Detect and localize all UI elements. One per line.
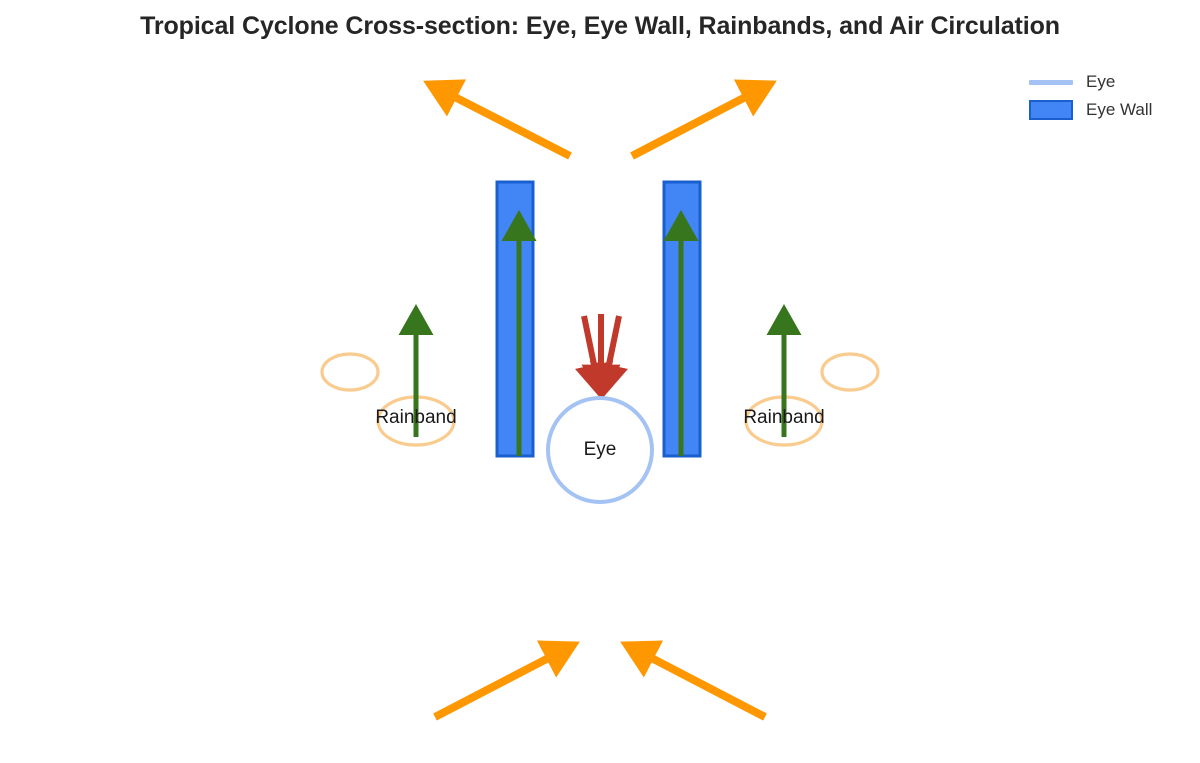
eye-circle xyxy=(546,396,654,504)
legend-item-eye[interactable]: Eye xyxy=(1028,68,1193,96)
legend-label-eye: Eye xyxy=(1086,72,1116,91)
subsidence-arrow-left xyxy=(574,315,614,399)
inflow-arrow-bottom-right xyxy=(620,640,767,721)
eye-label: Eye xyxy=(583,439,617,460)
subsidence-arrow-right xyxy=(589,315,629,399)
legend-patch-key-eye-wall xyxy=(1028,99,1074,121)
outflow-arrow-top-left xyxy=(423,79,572,160)
rainband-label-right: Rainband xyxy=(743,407,825,428)
rainband-label-left: Rainband xyxy=(375,407,457,428)
legend: Eye Eye Wall xyxy=(1028,68,1193,124)
legend-label-eye-wall: Eye Wall xyxy=(1086,100,1153,119)
legend-item-eye-wall[interactable]: Eye Wall xyxy=(1028,96,1193,124)
outflow-arrow-top-right xyxy=(630,79,777,160)
figure-title: Tropical Cyclone Cross-section: Eye, Eye… xyxy=(140,12,1060,40)
rainband-ellipse-outer-right xyxy=(820,352,880,392)
rainband-ellipse-outer-left xyxy=(320,352,380,392)
eye-wall-left xyxy=(495,180,535,458)
inflow-arrow-bottom-left xyxy=(433,640,580,721)
legend-line-key-eye xyxy=(1028,71,1074,93)
